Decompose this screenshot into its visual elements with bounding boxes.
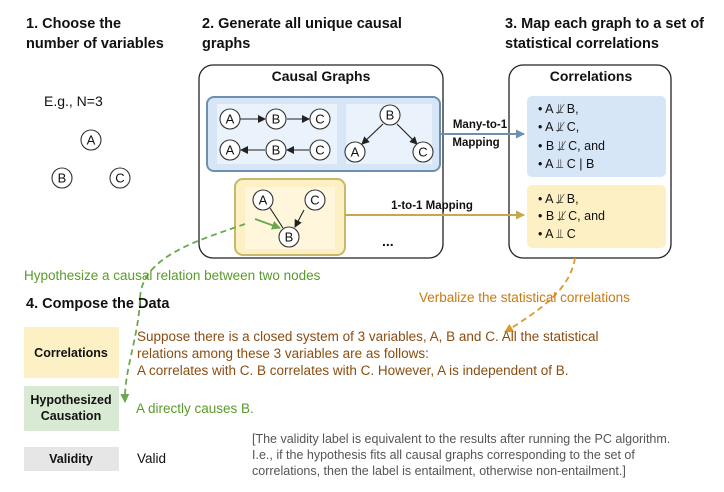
hypothesize-dashed-curve <box>139 223 246 301</box>
svg-text:A: A <box>259 193 268 208</box>
graph1-node-a: A <box>219 108 241 130</box>
hypothesis-label-line1: Hypothesized <box>30 393 111 407</box>
svg-text:C: C <box>310 193 319 208</box>
edge-b-to-a-fork <box>361 123 384 145</box>
graph3-node-a: A <box>344 141 366 163</box>
hypothesize-annotation: Hypothesize a causal relation between tw… <box>24 268 321 283</box>
corr-yellow-1: • A ⫫̸ B, <box>538 192 579 206</box>
corr-yellow-2: • B ⫫̸ C, and <box>538 209 605 223</box>
correlations-label: Correlations <box>34 346 108 360</box>
verbalize-dashed-arrow <box>504 257 576 333</box>
more-graphs-ellipsis: ... <box>382 233 394 249</box>
hypothesis-text: A directly causes B. <box>136 401 254 416</box>
example-node-a: A <box>80 129 102 151</box>
step2-title-line2: graphs <box>202 36 250 52</box>
correlations-text-line2: relations among these 3 variables are as… <box>137 346 429 361</box>
graph3-node-b: B <box>379 104 401 126</box>
svg-text:A: A <box>87 133 96 148</box>
validity-label-cell <box>24 447 119 471</box>
graph2-node-b: B <box>265 139 287 161</box>
step1-title-line2: number of variables <box>26 36 164 52</box>
corr-blue-4: • A ⫫ C | B <box>538 157 594 171</box>
graph2-node-a: A <box>219 139 241 161</box>
svg-text:C: C <box>315 112 324 127</box>
step1-title-line1: 1. Choose the <box>26 16 121 32</box>
graph4-node-b: B <box>278 226 300 248</box>
corr-blue-1: • A ⫫̸ B, <box>538 102 579 116</box>
hypothesis-label-cell <box>24 386 119 431</box>
correlations-text-line1: Suppose there is a closed system of 3 va… <box>137 329 599 344</box>
svg-text:B: B <box>386 108 395 123</box>
svg-text:B: B <box>285 230 294 245</box>
svg-text:B: B <box>272 112 281 127</box>
example-text: E.g., N=3 <box>44 93 103 109</box>
svg-text:A: A <box>351 145 360 160</box>
note-line1: [The validity label is equivalent to the… <box>252 432 670 446</box>
edge-b-to-c-fork <box>396 123 418 145</box>
svg-text:C: C <box>115 171 124 186</box>
corr-blue-3: • B ⫫̸ C, and <box>538 139 605 153</box>
graph2-node-c: C <box>309 139 331 161</box>
svg-text:B: B <box>58 171 67 186</box>
graph4-node-a: A <box>252 189 274 211</box>
verbalize-annotation: Verbalize the statistical correlations <box>419 290 630 305</box>
hypothesize-dashed-arrow <box>120 299 141 403</box>
correlations-text-line3: A correlates with C. B correlates with C… <box>137 363 568 378</box>
corr-yellow-3: • A ⫫ C <box>538 227 576 241</box>
validity-text: Valid <box>137 451 166 466</box>
graph1-node-b: B <box>265 108 287 130</box>
step4-title: 4. Compose the Data <box>26 296 170 312</box>
correlations-box-title: Correlations <box>550 68 633 84</box>
many-to-one-label-line1: Many-to-1 <box>453 119 508 131</box>
step3-title-line1: 3. Map each graph to a set of <box>505 16 704 32</box>
causal-graphs-title: Causal Graphs <box>272 68 371 84</box>
one-to-one-label: 1-to-1 Mapping <box>391 200 473 212</box>
many-to-one-label-line2: Mapping <box>452 137 499 149</box>
hypothesis-label-line2: Causation <box>41 409 101 423</box>
correlation-set-yellow <box>527 185 666 248</box>
correlation-set-blue <box>527 96 666 177</box>
corr-blue-2: • A ⫫̸ C, <box>538 120 579 134</box>
note-line3: correlations, then the label is entailme… <box>252 464 626 478</box>
example-node-c: C <box>109 167 131 189</box>
svg-text:A: A <box>226 112 235 127</box>
hypothesized-edge-a-to-b <box>254 218 281 230</box>
validity-label: Validity <box>49 452 93 466</box>
edge-c-to-b-collider <box>294 209 305 228</box>
svg-text:B: B <box>272 143 281 158</box>
correlations-label-cell <box>24 327 119 378</box>
step2-title-line1: 2. Generate all unique causal <box>202 16 402 32</box>
note-line2: I.e., if the hypothesis fits all causal … <box>252 448 635 462</box>
svg-text:A: A <box>226 143 235 158</box>
example-node-b: B <box>51 167 73 189</box>
svg-text:C: C <box>315 143 324 158</box>
svg-text:C: C <box>418 145 427 160</box>
graph4-node-c: C <box>304 189 326 211</box>
step3-title-line2: statistical correlations <box>505 36 659 52</box>
graph1-node-c: C <box>309 108 331 130</box>
graph3-node-c: C <box>412 141 434 163</box>
